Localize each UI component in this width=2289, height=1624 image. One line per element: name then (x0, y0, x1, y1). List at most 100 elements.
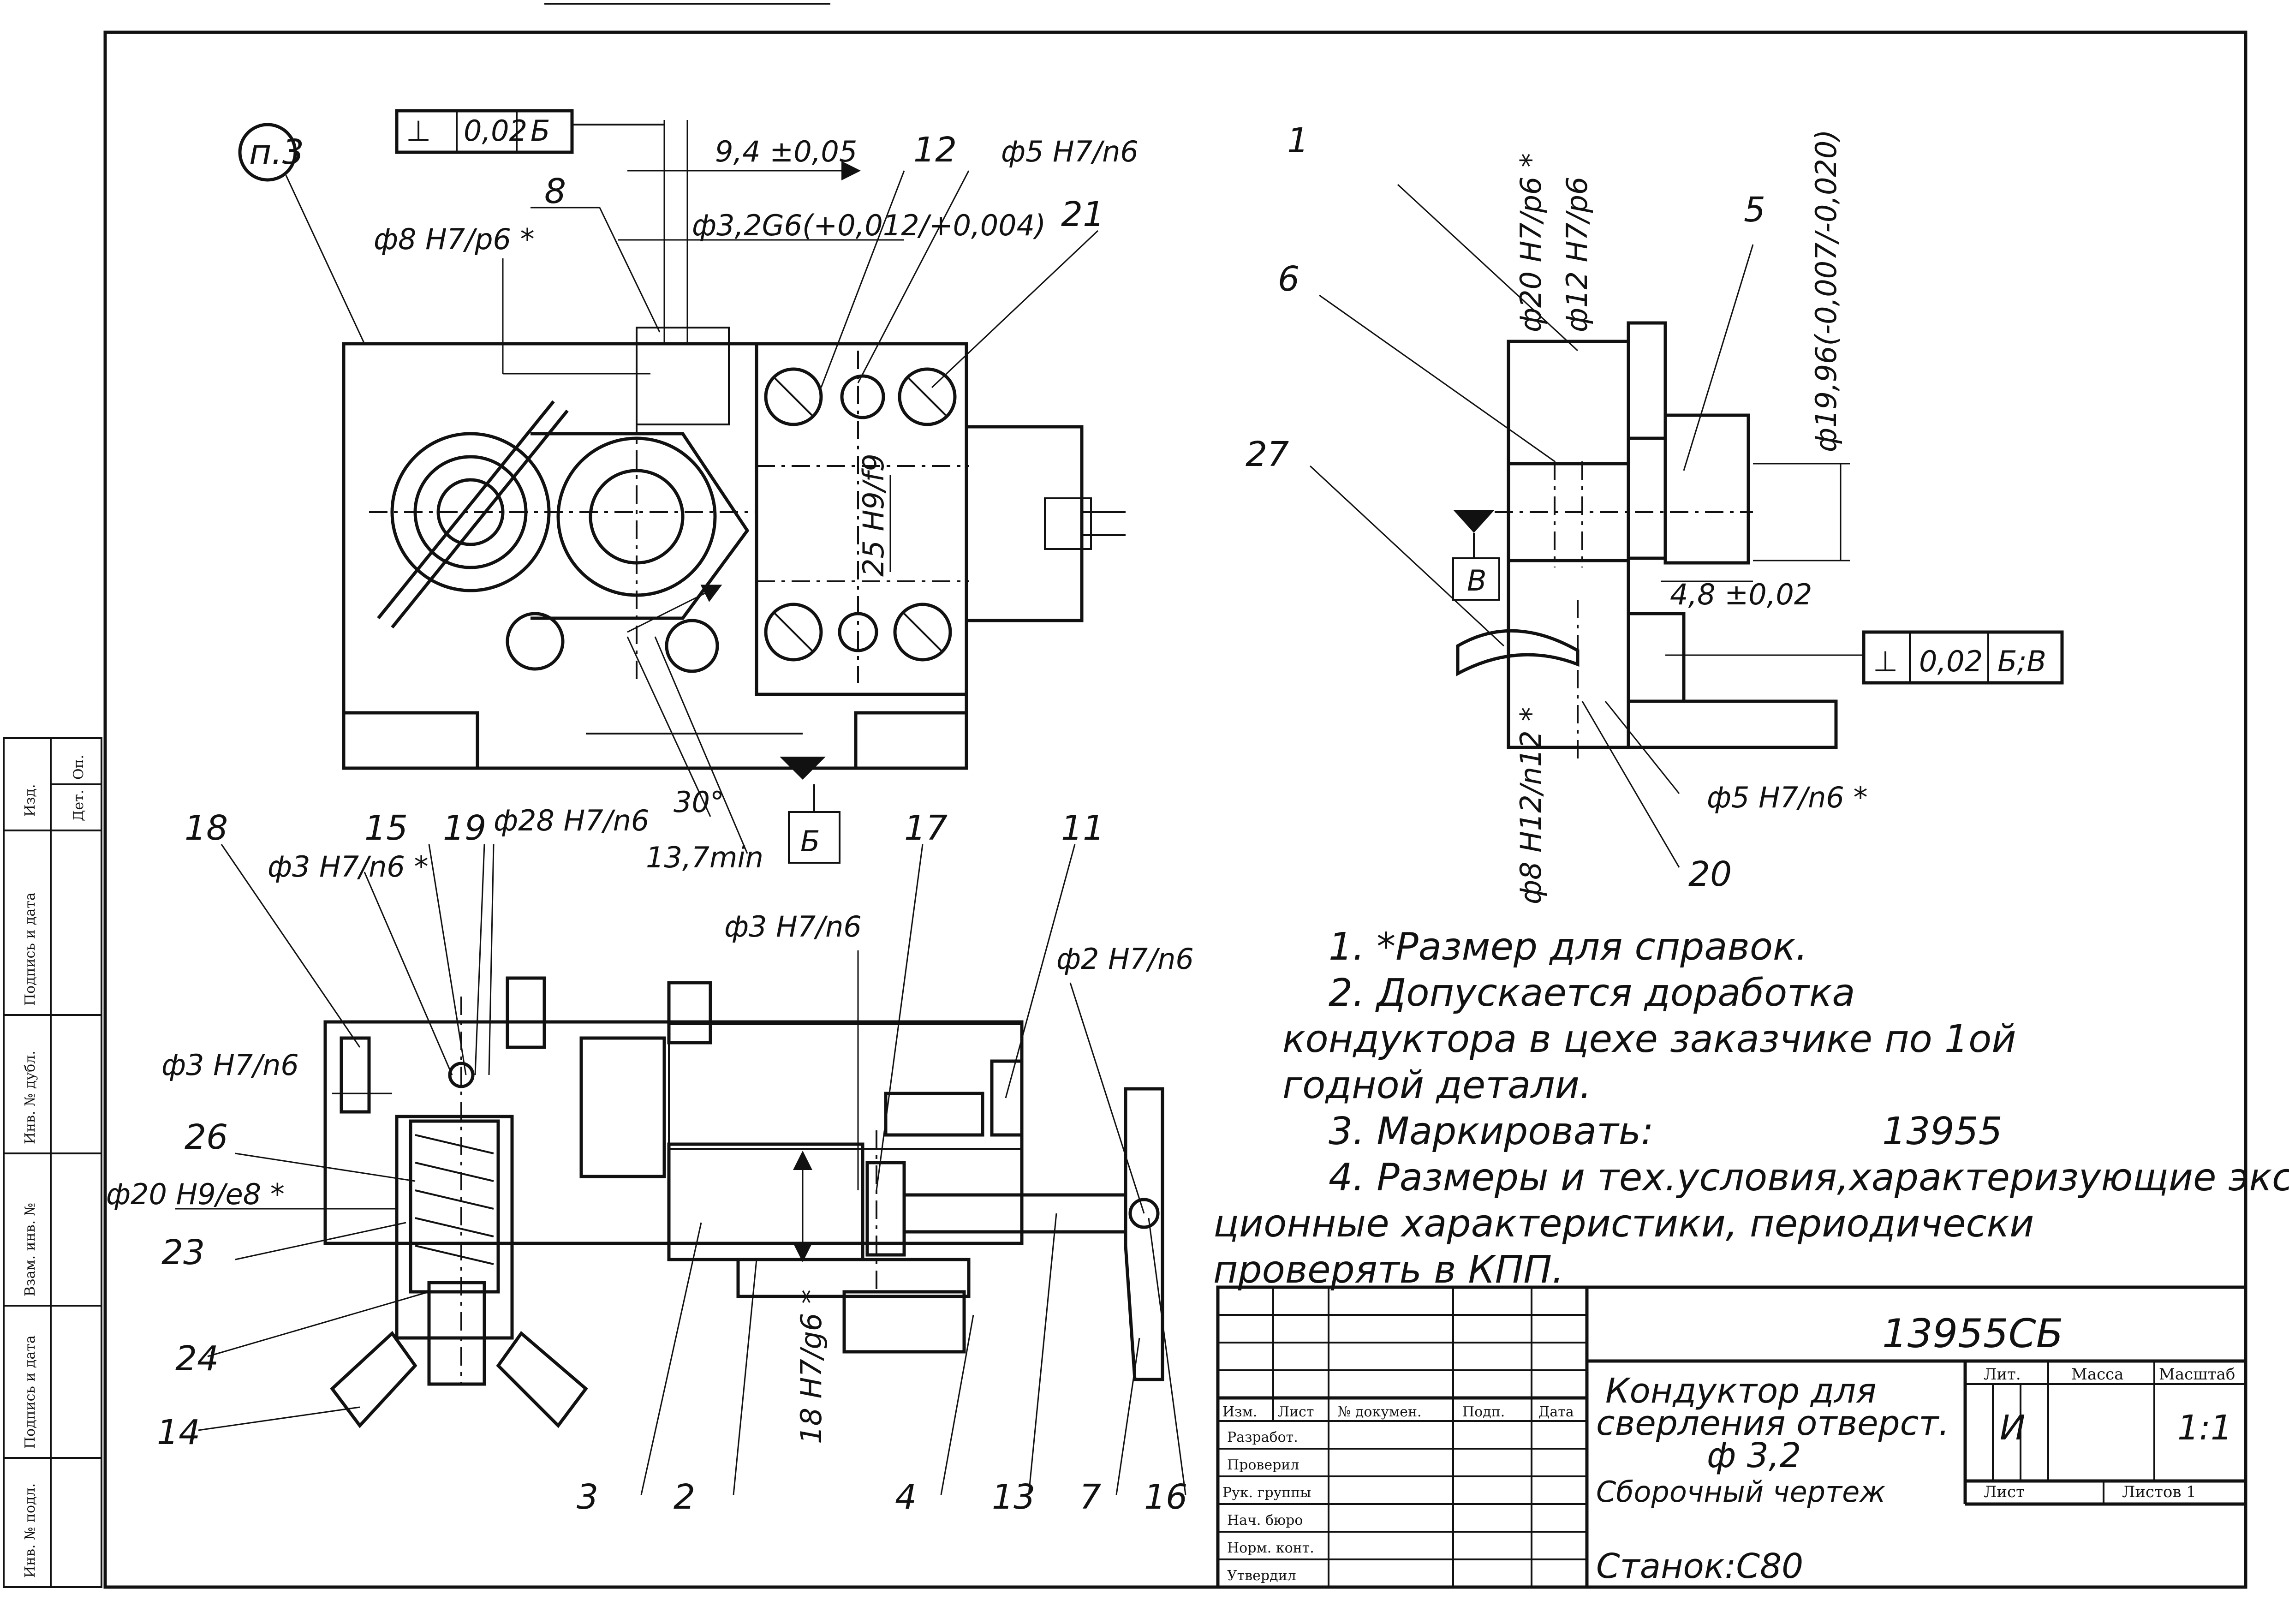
dim-9-4: 9,4 ±0,05 (715, 135, 857, 168)
perp-datum-side: Б;В (1997, 645, 2046, 678)
callout-17: 17 (904, 808, 948, 848)
callout-6: 6 (1278, 259, 1299, 299)
callout-21: 21 (1061, 195, 1104, 234)
callout-19: 19 (443, 808, 486, 848)
callout-26: 26 (185, 1117, 228, 1157)
tb-header-date: Дата (1538, 1404, 1574, 1420)
dim-d20-h9-e8: ф20 H9/e8 * (106, 1177, 285, 1211)
note-3-mark: 13955 (1882, 1110, 2003, 1153)
title-line-2: сверления отверст. (1596, 1403, 1949, 1443)
tb-header-izm: Изм. (1222, 1404, 1257, 1420)
title-block: 13955СБ Кондуктор для сверления отверст.… (1216, 1285, 2247, 1589)
callout-16: 16 (1144, 1477, 1187, 1517)
dim-18-h7-g6: 18 H7/g6 * (794, 1290, 828, 1444)
dim-d8-h7-p6: ф8 H7/p6 * (374, 222, 535, 256)
callout-13: 13 (992, 1477, 1035, 1517)
title-line-3: ф 3,2 (1707, 1436, 1801, 1475)
sheet-label: Лист (1984, 1483, 2025, 1501)
stamp-op: Оп. (71, 755, 87, 780)
part-number: 13955СБ (1882, 1311, 2063, 1357)
note-4-cont2: проверять в КПП. (1213, 1248, 1564, 1292)
datum-v: В (1467, 564, 1487, 597)
note-1: 1. *Размер для справок. (1329, 925, 1808, 969)
dim-d3-h7-n6-b: ф3 H7/n6 (724, 910, 862, 943)
callout-p3: п.3 (249, 132, 304, 172)
side-view: 1 6 5 27 20 ф20 H7/p6 * ф12 H7/p6 ф19,96… (1246, 121, 2064, 904)
technical-notes: 1. *Размер для справок. 2. Допускается д… (1213, 925, 2289, 1292)
tb-role-razrab: Разработ. (1227, 1429, 1298, 1445)
tb-header-doc: № докумен. (1338, 1404, 1421, 1420)
callout-7: 7 (1079, 1477, 1101, 1517)
dim-13-7-min: 13,7min (646, 841, 763, 874)
callout-27: 27 (1246, 435, 1289, 474)
dim-d3-h7-n6-a: ф3 H7/n6 * (268, 850, 429, 884)
dim-d12-h7-p6: ф12 H7/p6 (1560, 177, 1594, 332)
callout-24: 24 (175, 1339, 219, 1379)
top-view: п.3 8 12 21 ⊥ 0,02 Б 9,4 ±0,05 ф5 H7/n6 … (238, 109, 1139, 874)
note-2-cont2: годной детали. (1282, 1063, 1592, 1107)
lit-value: И (2000, 1408, 2025, 1448)
callout-14: 14 (157, 1413, 200, 1452)
dim-d2-h7-n6: ф2 H7/n6 (1056, 942, 1194, 976)
note-4-cont: ционные характеристики, периодически (1213, 1202, 2034, 1246)
sheets-total: Листов 1 (2122, 1483, 2196, 1501)
scale-value: 1:1 (2177, 1408, 2232, 1448)
callout-4: 4 (895, 1477, 917, 1517)
doc-type: Сборочный чертеж (1596, 1475, 1885, 1509)
note-3: 3. Маркировать: (1329, 1110, 1654, 1153)
note-2: 2. Допускается доработка (1329, 971, 1855, 1015)
datum-b: Б (800, 824, 820, 858)
dim-d19-96: ф19,96(-0,007/-0,020) (1809, 130, 1843, 453)
callout-11: 11 (1061, 808, 1104, 848)
stamp-det: Дет. (71, 790, 87, 821)
tb-role-norm-kont: Норм. конт. (1227, 1540, 1314, 1556)
callout-5: 5 (1744, 190, 1765, 230)
perp-datum-top: Б (531, 114, 550, 148)
perp-symbol-side: ⊥ (1873, 645, 1898, 678)
mass-label: Масса (2071, 1365, 2123, 1384)
dim-25-h9-f9: 25 H9/f9 (857, 454, 890, 577)
lit-label: Лит. (1984, 1365, 2021, 1384)
dim-d5-side: ф5 H7/n6 * (1707, 781, 1868, 814)
tb-role-ruk-gruppy: Рук. группы (1222, 1485, 1311, 1501)
perp-tolerance-side: 0,02 (1919, 645, 1983, 678)
tb-header-list: Лист (1278, 1404, 1314, 1420)
callout-8: 8 (544, 172, 566, 211)
dim-4-8: 4,8 ±0,02 (1670, 578, 1812, 611)
scale-label: Масштаб (2159, 1365, 2235, 1384)
machine: Станок:С80 (1596, 1546, 1803, 1586)
callout-12: 12 (913, 130, 957, 170)
dim-d3-2-g6: ф3,2G6(+0,012/+0,004) (692, 209, 1046, 242)
dim-d28-h7-n6: ф28 H7/n6 (494, 804, 649, 837)
callout-2: 2 (674, 1477, 695, 1517)
dim-d5-h7-n6: ф5 H7/n6 (1001, 135, 1139, 168)
side-stamp: Инв. № подл. Подпись и дата Взам. инв. №… (22, 755, 87, 1578)
callout-3: 3 (577, 1477, 598, 1517)
callout-20: 20 (1688, 854, 1732, 894)
callout-1: 1 (1287, 121, 1309, 161)
callout-23: 23 (161, 1233, 205, 1272)
dim-d8-h12: ф8 H12/n12 * (1514, 707, 1548, 904)
perp-symbol-top: ⊥ (406, 114, 431, 148)
note-4: 4. Размеры и тех.условия,характеризующие… (1329, 1156, 2289, 1200)
stamp-inv-dubl: Инв. № дубл. (22, 1051, 38, 1144)
stamp-inv-podl: Инв. № подл. (22, 1483, 38, 1578)
callout-18: 18 (185, 808, 228, 848)
dim-d3-h7-n6-c: ф3 H7/n6 (161, 1048, 299, 1082)
tb-header-sign: Подп. (1462, 1404, 1505, 1420)
stamp-sign-date-2: Подпись и дата (22, 892, 38, 1006)
stamp-izd: Изд. (22, 784, 38, 817)
title-line-1: Кондуктор для (1605, 1371, 1877, 1411)
callout-15: 15 (364, 808, 408, 848)
front-view: 18 15 19 17 11 26 23 24 14 3 2 4 13 7 16… (106, 804, 1194, 1517)
tb-role-utverdil: Утвердил (1227, 1568, 1296, 1584)
stamp-sign-date-1: Подпись и дата (22, 1335, 38, 1449)
stamp-vzam-inv: Взам. инв. № (22, 1203, 38, 1296)
tb-role-proveril: Проверил (1227, 1457, 1299, 1473)
dim-30-deg: 30° (674, 785, 724, 819)
dim-d20-h7-p6: ф20 H7/p6 * (1514, 153, 1548, 332)
sheet-frame (3, 3, 2247, 1589)
note-2-cont: кондуктора в цехе заказчике по 1ой (1282, 1017, 2016, 1061)
